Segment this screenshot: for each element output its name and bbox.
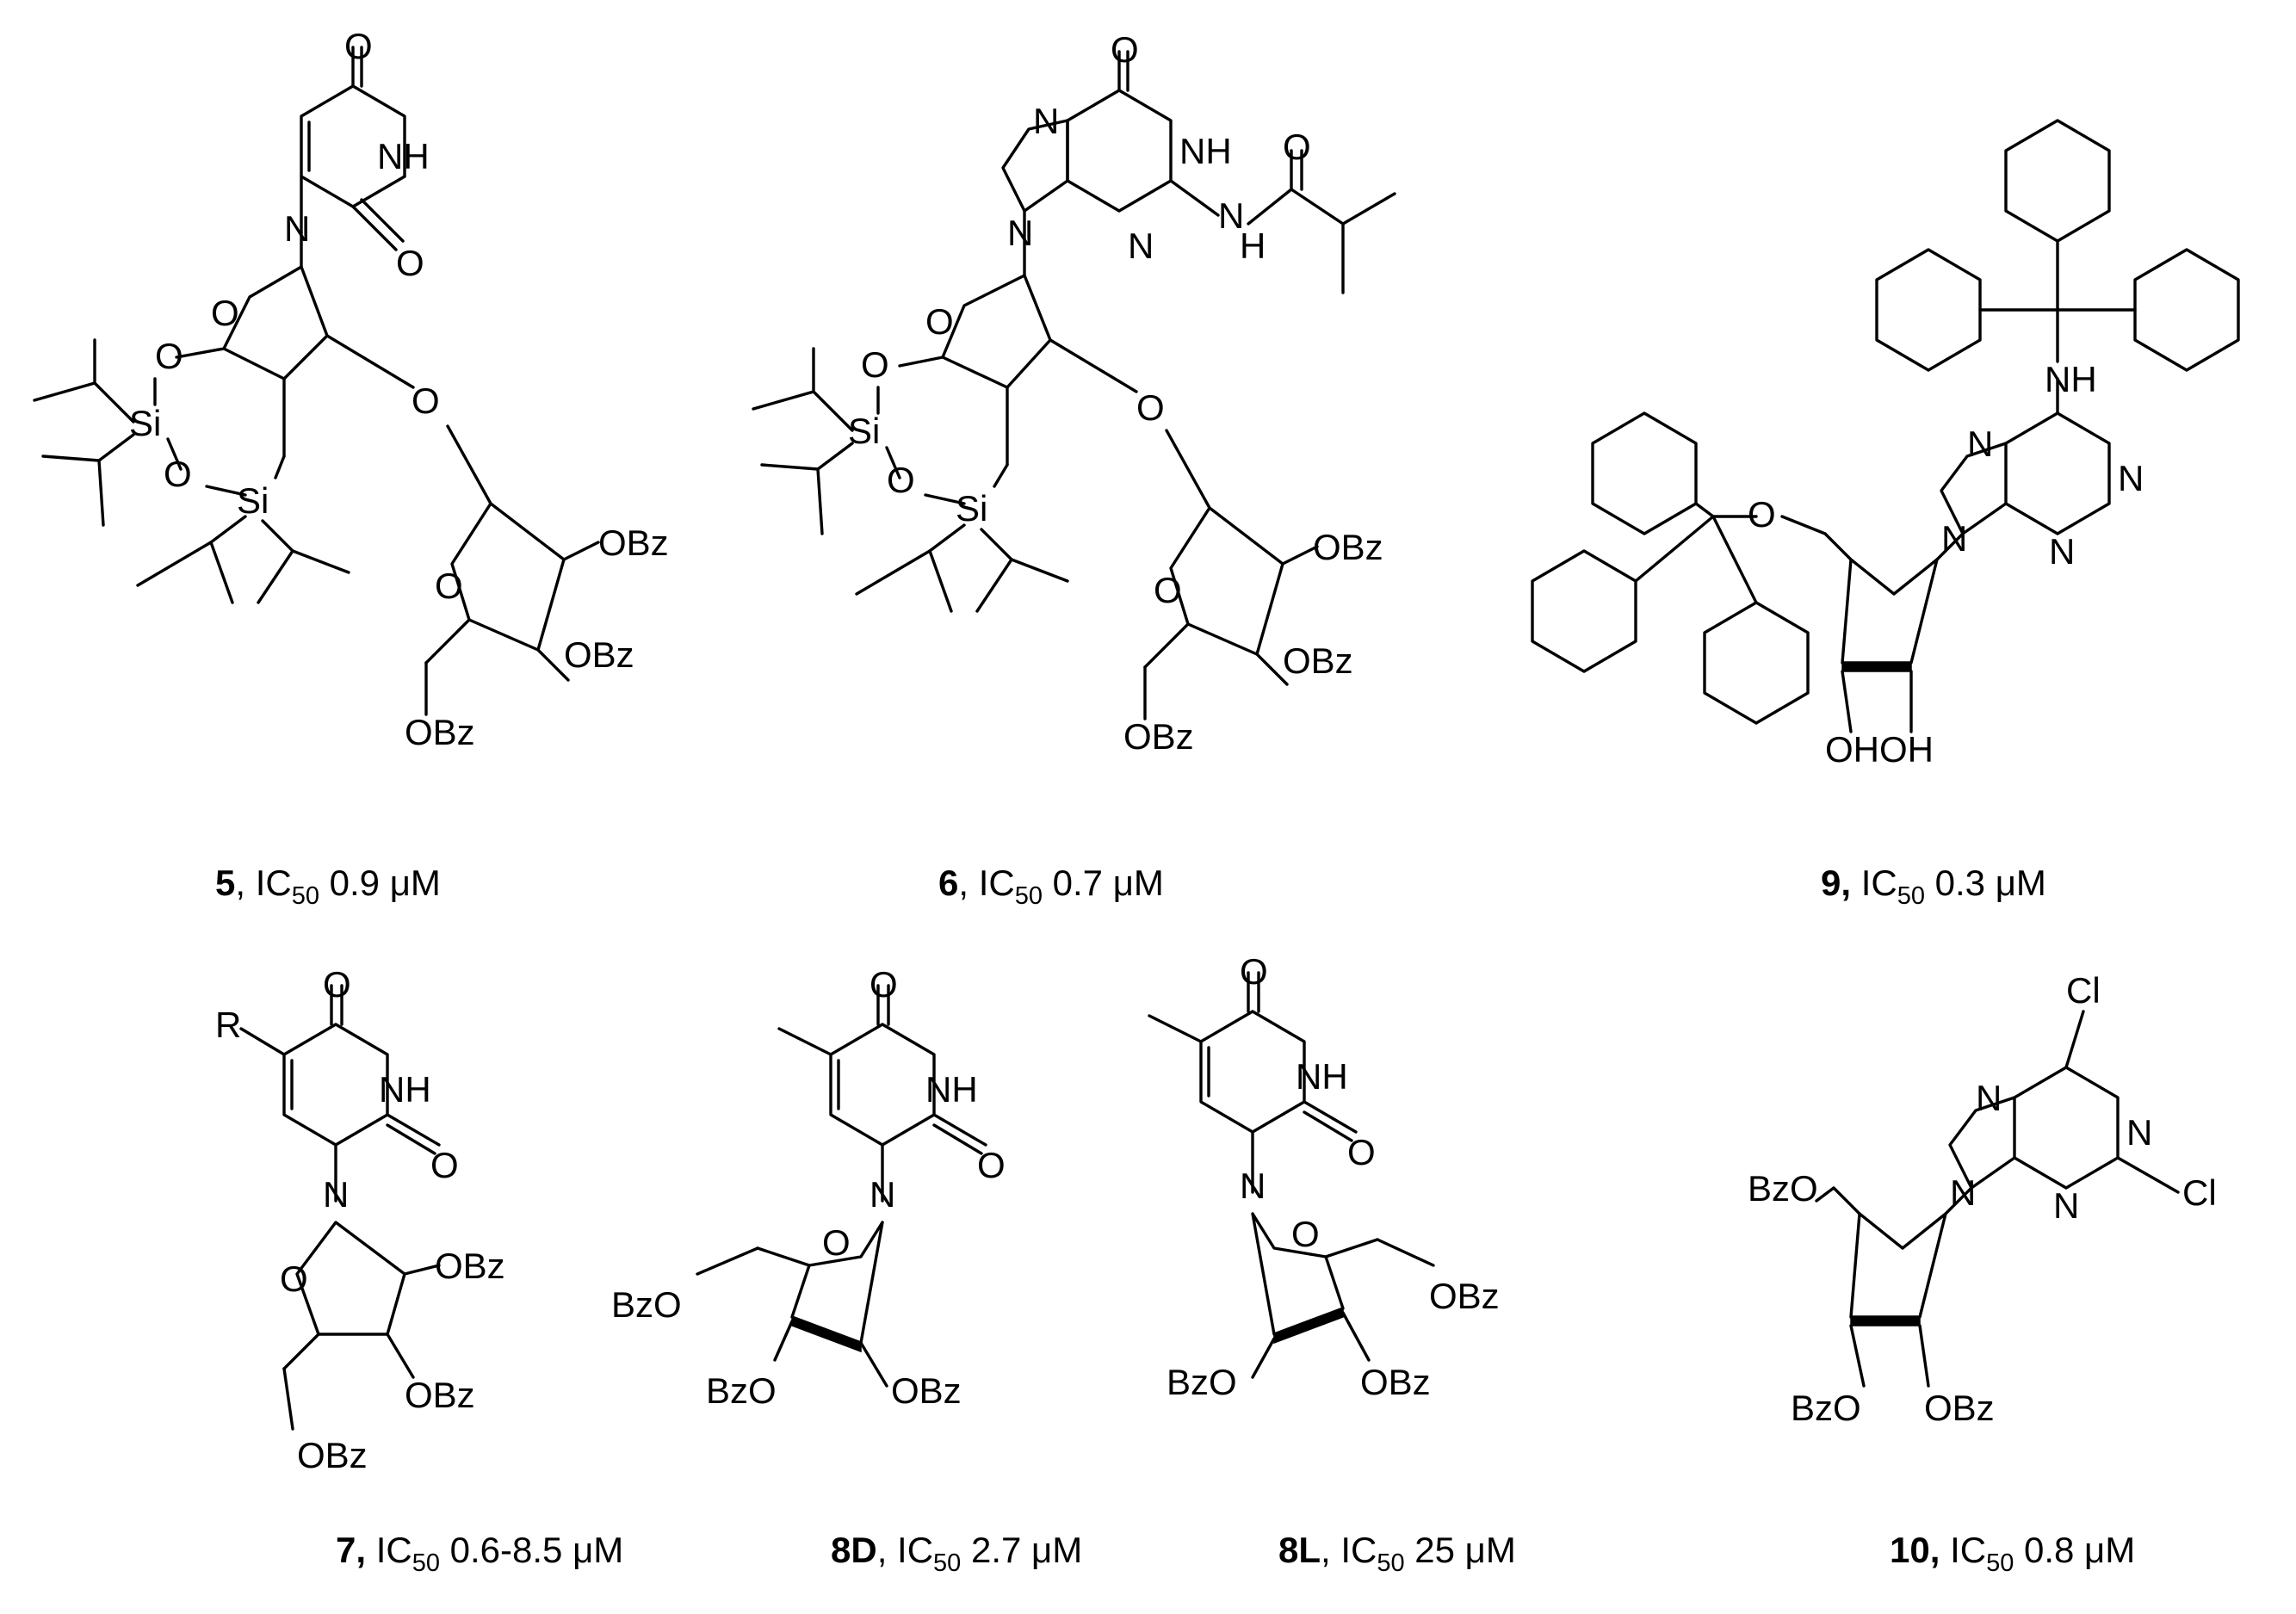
- atom-label: O: [861, 344, 889, 385]
- structure-10: Cl N Cl N N N BzO BzO OBz: [1748, 970, 2217, 1428]
- atom-label: N: [1967, 424, 1993, 464]
- atom-label: O: [211, 293, 239, 333]
- atom-label: OBz: [1360, 1362, 1431, 1402]
- atom-label: O: [430, 1145, 459, 1185]
- atom-label: BzO: [706, 1370, 777, 1411]
- atom-label: OBz: [891, 1370, 962, 1411]
- atom-label: N: [284, 208, 310, 249]
- atom-label: Cl: [2182, 1172, 2217, 1213]
- atom-label: N: [323, 1174, 349, 1215]
- atom-label: OHOH: [1825, 729, 1934, 770]
- atom-label: O: [870, 964, 898, 1005]
- atom-label: OBz: [405, 1375, 475, 1415]
- caption-5: 5, IC50 0.9 μM: [215, 863, 441, 910]
- atom-label: Si: [129, 403, 161, 443]
- atom-label: O: [1291, 1214, 1320, 1254]
- atom-label: Si: [848, 411, 880, 451]
- atom-label: N: [1941, 518, 1967, 559]
- atom-label: O: [1111, 29, 1139, 70]
- atom-label: NH: [1179, 131, 1232, 171]
- atom-label: O: [323, 964, 351, 1005]
- atom-label: BzO: [611, 1284, 682, 1325]
- atom-label: O: [822, 1222, 851, 1263]
- caption-8L: 8L, IC50 25 μM: [1278, 1530, 1516, 1577]
- atom-label: R: [215, 1005, 241, 1045]
- caption-6: 6, IC50 0.7 μM: [938, 863, 1164, 910]
- structure-6: O N NH N N H O N O O Si O Si O O OBz OBz…: [752, 29, 1396, 757]
- atom-label: N: [870, 1174, 895, 1215]
- atom-label: OBz: [598, 523, 669, 563]
- atom-label: O: [435, 566, 463, 606]
- atom-label: O: [1283, 127, 1311, 167]
- atom-label: NH: [2045, 359, 2097, 399]
- caption-8D: 8D, IC50 2.7 μM: [831, 1530, 1082, 1577]
- atom-label: O: [1347, 1132, 1376, 1172]
- atom-label: BzO: [1167, 1362, 1237, 1402]
- atom-label: N: [1976, 1078, 2002, 1118]
- caption-10: 10, IC50 0.8 μM: [1890, 1530, 2135, 1577]
- atom-label: OBz: [435, 1246, 505, 1286]
- atom-label: O: [412, 380, 440, 421]
- atom-label: N: [1950, 1172, 1976, 1213]
- atom-label: O: [280, 1258, 308, 1299]
- atom-label: N: [2053, 1185, 2079, 1226]
- atom-label: OBz: [1313, 527, 1383, 567]
- atom-label: NH: [1296, 1056, 1348, 1097]
- atom-label: OBz: [297, 1435, 368, 1475]
- atom-label: O: [1240, 951, 1268, 992]
- atom-label: O: [164, 454, 192, 494]
- structure-7: O R NH O N O OBz OBz OBz: [215, 964, 505, 1475]
- atom-label: OBz: [1429, 1276, 1500, 1316]
- atom-label: BzO: [1748, 1168, 1818, 1209]
- structure-5: O NH O N O O Si O Si O O OBz OBz OBz: [33, 26, 669, 752]
- atom-label: Si: [237, 480, 269, 521]
- atom-label: O: [1136, 387, 1165, 428]
- atom-label: NH: [377, 136, 430, 176]
- atom-label: OBz: [1283, 640, 1353, 681]
- atom-label: NH: [379, 1069, 431, 1110]
- structure-8D: O NH O N O BzO BzO OBz: [611, 964, 1006, 1411]
- caption-7: 7, IC50 0.6-8.5 μM: [336, 1530, 623, 1577]
- atom-label: OBz: [564, 634, 634, 675]
- atom-label: N: [2049, 531, 2075, 572]
- atom-label: H: [1240, 226, 1266, 266]
- atom-label: OBz: [1924, 1388, 1995, 1428]
- atom-label: N: [1128, 226, 1154, 266]
- atom-label: O: [1748, 494, 1776, 535]
- atom-label: O: [887, 460, 915, 500]
- atom-label: N: [1240, 1166, 1266, 1206]
- structure-8L: O NH O N O OBz BzO OBz: [1148, 951, 1500, 1402]
- atom-label: O: [925, 301, 954, 342]
- atom-label: Si: [956, 488, 987, 529]
- atom-label: NH: [925, 1069, 978, 1110]
- atom-label: N: [1218, 195, 1244, 236]
- atom-label: O: [396, 243, 424, 283]
- atom-label: O: [977, 1145, 1006, 1185]
- atom-label: O: [344, 26, 373, 66]
- atom-label: OBz: [405, 712, 475, 752]
- atom-label: Cl: [2066, 970, 2101, 1011]
- structure-9: NH N N N N O OHOH: [1531, 119, 2240, 770]
- atom-label: O: [1154, 570, 1182, 610]
- atom-label: O: [155, 336, 183, 376]
- atom-label: N: [1007, 213, 1033, 253]
- atom-label: N: [2118, 458, 2144, 498]
- atom-label: N: [1033, 101, 1059, 141]
- atom-label: OBz: [1123, 716, 1194, 757]
- atom-label: BzO: [1791, 1388, 1861, 1428]
- caption-9: 9, IC50 0.3 μM: [1821, 863, 2046, 910]
- atom-label: N: [2126, 1112, 2152, 1153]
